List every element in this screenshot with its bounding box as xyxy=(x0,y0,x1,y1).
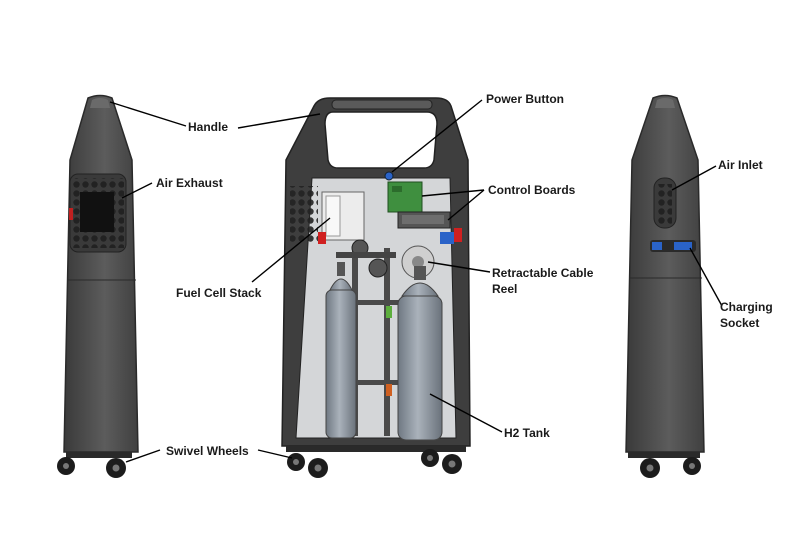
charging-socket xyxy=(650,240,696,252)
leader-handle-center xyxy=(237,113,321,129)
regulator-assembly xyxy=(336,239,396,278)
leader-swivel-wheels-left xyxy=(125,449,161,463)
leader-power-button xyxy=(391,99,483,173)
leader-handle-left xyxy=(109,101,187,127)
air-exhaust-grille xyxy=(69,173,127,253)
right-side-view xyxy=(625,94,705,478)
label-swivel-wheels: Swivel Wheels xyxy=(166,444,249,458)
label-power-button: Power Button xyxy=(486,92,564,106)
power-button xyxy=(384,171,394,181)
label-air-inlet: Air Inlet xyxy=(718,158,763,172)
label-fuel-cell-stack: Fuel Cell Stack xyxy=(176,286,262,300)
center-wheels xyxy=(286,446,466,478)
left-side-view xyxy=(57,94,139,478)
right-wheels xyxy=(628,452,701,478)
label-retractable-cable-reel-line2: Reel xyxy=(492,282,518,296)
label-h2-tank: H2 Tank xyxy=(504,426,550,440)
label-charging-socket-line1: Charging xyxy=(720,300,773,314)
leader-control-board-top xyxy=(421,189,485,197)
control-boards xyxy=(387,181,451,229)
label-retractable-cable-reel-line1: Retractable Cable xyxy=(492,266,594,280)
leader-fuel-cell-stack xyxy=(251,217,331,283)
left-wheels xyxy=(57,452,132,478)
leader-control-board-bottom xyxy=(447,189,485,221)
leader-lines xyxy=(109,99,723,463)
h2-tank-right xyxy=(397,266,443,441)
leader-swivel-wheels-center xyxy=(257,449,293,459)
label-handle: Handle xyxy=(188,120,229,134)
leader-air-exhaust xyxy=(121,182,153,199)
label-charging-socket-line2: Socket xyxy=(720,316,760,330)
label-air-exhaust: Air Exhaust xyxy=(156,176,223,190)
fuel-cell-stack xyxy=(318,191,365,244)
label-control-boards: Control Boards xyxy=(488,183,576,197)
center-cutaway-view xyxy=(281,97,471,478)
leader-charging-socket xyxy=(689,247,723,307)
leader-air-inlet xyxy=(671,165,717,191)
h2-tank-left xyxy=(325,262,357,439)
leader-cable-reel xyxy=(427,261,491,273)
air-inlet-grille xyxy=(653,177,677,229)
leader-h2-tank xyxy=(429,393,503,433)
